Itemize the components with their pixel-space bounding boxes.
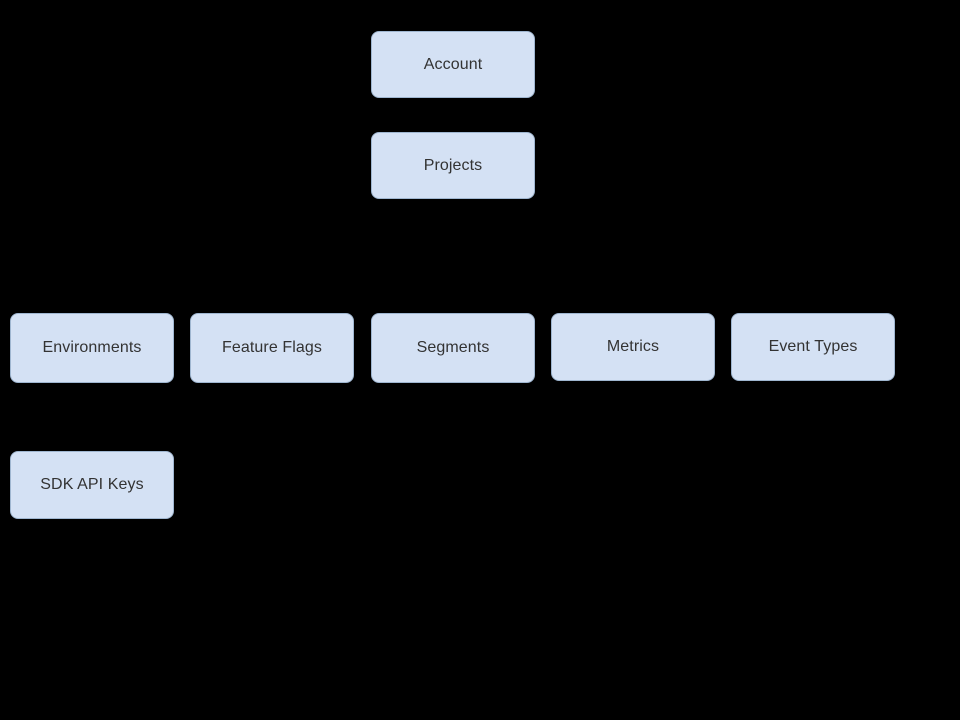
- node-projects[interactable]: Projects: [371, 132, 535, 199]
- node-environments-label: Environments: [42, 339, 142, 357]
- node-account-label: Account: [423, 55, 483, 73]
- node-segments[interactable]: Segments: [371, 313, 535, 383]
- node-feature-flags-label: Feature Flags: [221, 339, 322, 357]
- node-segments-label: Segments: [416, 339, 490, 357]
- node-metrics-label: Metrics: [606, 338, 660, 356]
- node-environments[interactable]: Environments: [10, 313, 174, 383]
- node-projects-label: Projects: [423, 156, 483, 174]
- node-feature-flags[interactable]: Feature Flags: [190, 313, 354, 383]
- node-event-types[interactable]: Event Types: [731, 313, 895, 381]
- node-sdk-api-keys[interactable]: SDK API Keys: [10, 451, 174, 519]
- node-metrics[interactable]: Metrics: [551, 313, 715, 381]
- node-account[interactable]: Account: [371, 31, 535, 98]
- node-sdk-api-keys-label: SDK API Keys: [40, 476, 144, 494]
- node-event-types-label: Event Types: [768, 338, 858, 356]
